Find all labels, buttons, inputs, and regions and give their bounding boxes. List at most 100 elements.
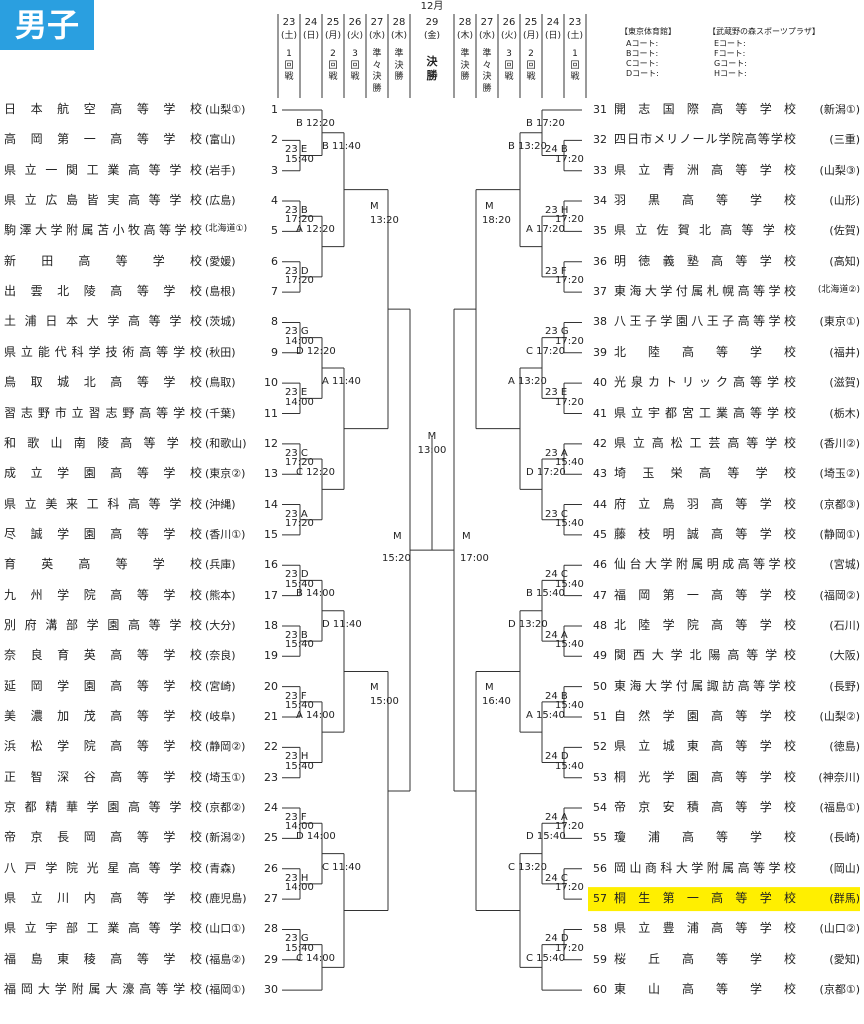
r1-left-court: 23 B bbox=[285, 205, 308, 217]
seed-right: 45 bbox=[593, 527, 607, 541]
r1-right-time: 17:20 bbox=[555, 275, 584, 287]
team-pref-right: (群馬) bbox=[829, 892, 860, 906]
day-left-0-round: 1 bbox=[286, 49, 292, 59]
day-right-5-date: 23 bbox=[568, 17, 582, 28]
highlight-row bbox=[588, 887, 860, 912]
r3-right-label: C 13:20 bbox=[508, 861, 547, 873]
r1-left-court: 23 F bbox=[285, 690, 307, 702]
r2-left-label: C 14:00 bbox=[296, 952, 335, 964]
qf-left-mark: M bbox=[370, 200, 379, 212]
seed-right: 39 bbox=[593, 345, 607, 359]
seed-left: 25 bbox=[264, 831, 278, 845]
team-pref-right: (福島①) bbox=[819, 801, 860, 815]
team-name-left: 福岡大学附属大濠高等学校 bbox=[4, 982, 202, 997]
team-pref-left: (和歌山) bbox=[205, 436, 247, 450]
day-left-4-round: 決 bbox=[372, 72, 382, 82]
r1-left-court: 23 C bbox=[285, 447, 308, 459]
r1-right-time: 15:40 bbox=[555, 457, 584, 469]
team-name-right: 岡山商科大学附属高等学校 bbox=[614, 860, 796, 875]
r2-left-label: A 12:20 bbox=[296, 224, 335, 236]
seed-left: 19 bbox=[264, 649, 278, 663]
seed-left: 2 bbox=[271, 133, 278, 147]
r1-left-court: 23 D bbox=[285, 569, 309, 581]
team-name-right: 北陸高等学校 bbox=[614, 344, 796, 359]
team-pref-right: (長崎) bbox=[829, 831, 860, 845]
r2-left-label: C 12:20 bbox=[296, 467, 335, 479]
seed-left: 8 bbox=[271, 315, 278, 329]
team-pref-left: (岐阜) bbox=[205, 710, 236, 723]
team-name-left: 鳥取城北高等学校 bbox=[4, 375, 202, 390]
sf-right-time: 17:00 bbox=[460, 553, 489, 565]
day-left-4-round: 勝 bbox=[372, 83, 382, 94]
r1-left-time: 17:20 bbox=[285, 457, 314, 469]
r2-left-label: A 14:00 bbox=[296, 709, 335, 721]
team-name-right: 桐生第一高等学校 bbox=[614, 891, 796, 906]
team-name-right: 県立城東高等学校 bbox=[614, 739, 796, 754]
team-name-right: 東海大学付属諏訪高等学校 bbox=[614, 678, 796, 693]
r1-right-time: 17:20 bbox=[555, 214, 584, 226]
day-left-4-date: 27 bbox=[370, 17, 384, 28]
team-name-right: 四日市メリノール学院高等学校 bbox=[614, 132, 796, 147]
r1-left-time: 14:00 bbox=[285, 335, 314, 347]
r1-left-time: 15:40 bbox=[285, 942, 314, 954]
team-name-left: 習志野市立習志野高等学校 bbox=[4, 405, 202, 420]
team-name-left: 高岡第一高等学校 bbox=[4, 132, 202, 147]
day-right-1-round: 勝 bbox=[482, 83, 492, 94]
team-name-left: 県立能代科学技術高等学校 bbox=[4, 344, 202, 359]
day-right-1-date: 27 bbox=[480, 17, 494, 28]
team-pref-right: (滋賀) bbox=[829, 376, 860, 390]
team-name-left: 育英高等学校 bbox=[4, 557, 202, 572]
venue-court: Hコート: bbox=[714, 69, 747, 78]
final-mark: M bbox=[427, 431, 437, 442]
day-left-0-weekday: (土) bbox=[280, 31, 298, 41]
r1-left-court: 23 G bbox=[285, 933, 309, 945]
r1-right-time: 17:20 bbox=[555, 396, 584, 408]
day-right-0-round: 準 bbox=[460, 49, 470, 59]
seed-right: 56 bbox=[593, 861, 607, 875]
day-right-4-date: 24 bbox=[546, 17, 560, 28]
team-name-right: 府立鳥羽高等学校 bbox=[614, 496, 796, 511]
seed-left: 16 bbox=[264, 558, 278, 572]
r1-right-court: 23 G bbox=[545, 326, 569, 338]
day-right-0-date: 28 bbox=[458, 17, 472, 28]
r1-right-time: 17:20 bbox=[555, 153, 584, 165]
r1-left-court: 23 E bbox=[285, 144, 308, 156]
day-right-3-round: 戦 bbox=[526, 72, 536, 82]
day-left-5-round: 準 bbox=[394, 49, 404, 59]
day-left-5-round: 決 bbox=[394, 60, 404, 71]
day-right-5-weekday: (土) bbox=[566, 31, 584, 41]
qf-right-time: 16:40 bbox=[482, 696, 511, 708]
team-pref-left: (香川①) bbox=[205, 527, 246, 541]
team-name-right: 県立豊浦高等学校 bbox=[614, 921, 796, 936]
team-pref-right: (宮城) bbox=[829, 558, 860, 572]
day-left-2-date: 25 bbox=[326, 17, 340, 28]
day-right-3-date: 25 bbox=[524, 17, 538, 28]
seed-left: 11 bbox=[264, 406, 278, 420]
team-pref-right: (長野) bbox=[829, 679, 860, 693]
day-right-1-round: 準 bbox=[482, 49, 492, 59]
r1-left-court: 23 H bbox=[285, 751, 309, 763]
team-pref-right: (山形) bbox=[829, 194, 860, 208]
team-name-right: 関西大学北陽高等学校 bbox=[614, 648, 796, 663]
team-name-right: 瓊浦高等学校 bbox=[614, 830, 796, 845]
team-name-right: 県立高松工芸高等学校 bbox=[614, 435, 796, 450]
day-right-5-round: 回 bbox=[570, 60, 580, 71]
team-pref-right: (山梨③) bbox=[819, 163, 860, 177]
day-right-1-weekday: (水) bbox=[478, 31, 496, 41]
day-left-2-weekday: (月) bbox=[324, 31, 342, 41]
day-left-2-round: 2 bbox=[330, 49, 336, 59]
team-name-left: 新田高等学校 bbox=[4, 253, 202, 268]
day-right-4-weekday: (日) bbox=[544, 31, 562, 41]
r1-right-court: 24 D bbox=[545, 751, 569, 763]
seed-left: 6 bbox=[271, 254, 278, 268]
seed-right: 43 bbox=[593, 467, 607, 481]
team-pref-left: (新潟②) bbox=[205, 831, 246, 845]
r3-left-label: B 11:40 bbox=[322, 140, 361, 152]
team-name-left: 駒澤大学附属苫小牧高等学校 bbox=[4, 223, 202, 238]
team-pref-left: (山口①) bbox=[205, 922, 246, 936]
seed-left: 15 bbox=[264, 527, 278, 541]
seed-right: 33 bbox=[593, 163, 607, 177]
team-pref-left: (静岡②) bbox=[205, 740, 246, 754]
r2-left-label: B 14:00 bbox=[296, 588, 335, 600]
